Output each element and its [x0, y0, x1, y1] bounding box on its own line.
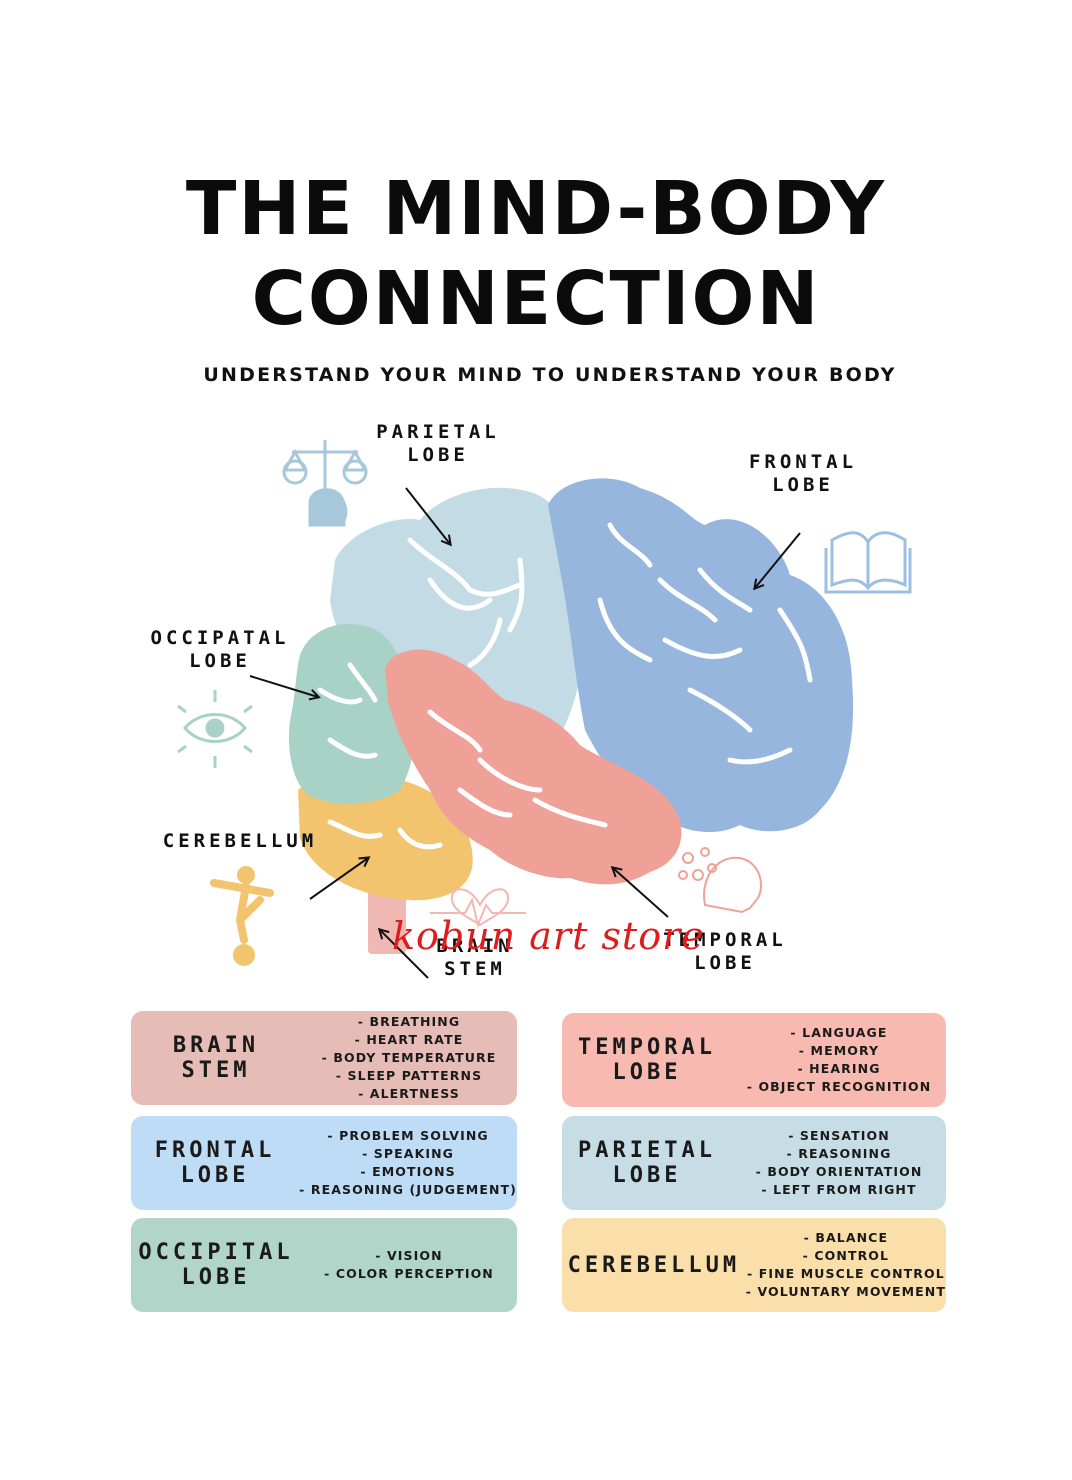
card-title-line: LOBE: [612, 1163, 682, 1188]
card-title-line: LOBE: [180, 1163, 250, 1188]
card-list: - LANGUAGE - MEMORY - HEARING - OBJECT R…: [732, 1024, 946, 1096]
card-title: CEREBELLUM: [562, 1253, 746, 1278]
card-list-item: - SENSATION: [788, 1128, 890, 1143]
card-list-item: - OBJECT RECOGNITION: [746, 1079, 932, 1094]
card-list-item: - ALERTNESS: [358, 1086, 460, 1101]
card-list-item: - BODY TEMPERATURE: [321, 1050, 497, 1065]
brain-diagram: [177, 440, 912, 979]
label-temporal-line-1: TEMPORAL: [663, 929, 787, 951]
label-cerebellum: CEREBELLUM: [150, 830, 330, 853]
card-temporal: TEMPORAL LOBE - LANGUAGE - MEMORY - HEAR…: [562, 1013, 946, 1107]
label-frontal-line-1: FRONTAL: [748, 451, 858, 473]
label-temporal: TEMPORAL LOBE: [655, 929, 795, 975]
card-list-item: - CONTROL: [802, 1248, 890, 1263]
arrow-parietal: [405, 487, 450, 544]
label-frontal: FRONTAL LOBE: [738, 451, 868, 497]
stars-head-icon: [678, 847, 762, 914]
card-list-item: - COLOR PERCEPTION: [324, 1266, 494, 1281]
card-title-line: BRAIN: [172, 1033, 260, 1058]
arrow-temporal: [613, 868, 669, 918]
card-title-line: PARIETAL: [578, 1138, 716, 1163]
brain-sulci: [317, 522, 813, 850]
label-brainstem: BRAIN STEM: [420, 935, 530, 981]
occipital-region: [288, 623, 416, 804]
card-cerebellum: CEREBELLUM - BALANCE - CONTROL - FINE MU…: [562, 1218, 946, 1312]
card-list-item: - LEFT FROM RIGHT: [761, 1182, 917, 1197]
card-list: - BREATHING - HEART RATE - BODY TEMPERAT…: [301, 1013, 517, 1103]
card-title: BRAIN STEM: [131, 1033, 301, 1083]
card-title-line: FRONTAL: [154, 1138, 276, 1163]
card-list-item: - BALANCE: [803, 1230, 889, 1245]
label-occipital-line-2: LOBE: [189, 650, 251, 672]
card-list-item: - PROBLEM SOLVING: [327, 1128, 489, 1143]
card-list-item: - BREATHING: [357, 1014, 461, 1029]
arrow-occipital: [249, 675, 318, 697]
card-list: - PROBLEM SOLVING - SPEAKING - EMOTIONS …: [299, 1127, 517, 1199]
card-title: OCCIPITAL LOBE: [131, 1240, 301, 1290]
page-title-line-2: CONNECTION: [251, 256, 821, 342]
label-parietal-line-1: PARIETAL: [376, 421, 500, 443]
label-occipital: OCCIPATAL LOBE: [140, 627, 300, 673]
scales-mind-icon: [282, 440, 368, 527]
card-list-item: - MEMORY: [798, 1043, 880, 1058]
label-parietal: PARIETAL LOBE: [368, 421, 508, 467]
card-title-line: CEREBELLUM: [567, 1252, 741, 1278]
card-list-item: - EMOTIONS: [360, 1164, 456, 1179]
card-title-line: TEMPORAL: [578, 1035, 716, 1060]
label-parietal-line-2: LOBE: [407, 444, 469, 466]
card-list-item: - HEART RATE: [354, 1032, 464, 1047]
card-list-item: - REASONING (JUDGEMENT): [299, 1182, 517, 1197]
card-list-item: - HEARING: [797, 1061, 881, 1076]
label-brainstem-line-2: STEM: [444, 958, 506, 980]
page-subtitle: UNDERSTAND YOUR MIND TO UNDERSTAND YOUR …: [203, 364, 897, 386]
card-occipital: OCCIPITAL LOBE - VISION - COLOR PERCEPTI…: [131, 1218, 517, 1312]
card-title: FRONTAL LOBE: [131, 1138, 299, 1188]
open-book-icon: [824, 531, 912, 594]
label-brainstem-line-1: BRAIN: [436, 935, 514, 957]
heart-rate-icon: [430, 888, 526, 929]
card-title: PARIETAL LOBE: [562, 1138, 732, 1188]
label-occipital-line-1: OCCIPATAL: [150, 627, 290, 649]
card-list-item: - VISION: [375, 1248, 443, 1263]
label-temporal-line-2: LOBE: [694, 952, 756, 974]
arrow-frontal: [755, 532, 801, 588]
watermark-text: kobun art store: [392, 914, 705, 958]
card-title-line: LOBE: [181, 1265, 251, 1290]
cerebellum-region: [298, 777, 473, 901]
label-cerebellum-line-1: CEREBELLUM: [162, 830, 318, 852]
card-brainstem: BRAIN STEM - BREATHING - HEART RATE - BO…: [131, 1011, 517, 1105]
card-list: - SENSATION - REASONING - BODY ORIENTATI…: [732, 1127, 946, 1199]
card-list: - VISION - COLOR PERCEPTION: [301, 1247, 517, 1283]
card-title-line: OCCIPITAL: [138, 1240, 294, 1265]
page-title-line-1: THE MIND-BODY: [185, 166, 887, 252]
arrow-cerebellum: [309, 858, 368, 900]
card-list-item: - LANGUAGE: [790, 1025, 888, 1040]
eye-icon: [177, 690, 253, 768]
label-arrows: [249, 487, 801, 979]
card-title-line: LOBE: [612, 1060, 682, 1085]
card-frontal: FRONTAL LOBE - PROBLEM SOLVING - SPEAKIN…: [131, 1116, 517, 1210]
card-list-item: - SLEEP PATTERNS: [335, 1068, 483, 1083]
label-frontal-line-2: LOBE: [772, 474, 834, 496]
card-title: TEMPORAL LOBE: [562, 1035, 732, 1085]
arrow-brainstem: [380, 930, 429, 979]
card-list: - BALANCE - CONTROL - FINE MUSCLE CONTRO…: [746, 1229, 946, 1301]
balance-figure-icon: [210, 866, 274, 966]
card-list-item: - REASONING: [786, 1146, 892, 1161]
card-list-item: - SPEAKING: [362, 1146, 455, 1161]
card-list-item: - VOLUNTARY MOVEMENT: [745, 1284, 946, 1299]
card-list-item: - FINE MUSCLE CONTROL: [746, 1266, 945, 1281]
card-list-item: - BODY ORIENTATION: [755, 1164, 923, 1179]
card-title-line: STEM: [181, 1058, 251, 1083]
card-parietal: PARIETAL LOBE - SENSATION - REASONING - …: [562, 1116, 946, 1210]
